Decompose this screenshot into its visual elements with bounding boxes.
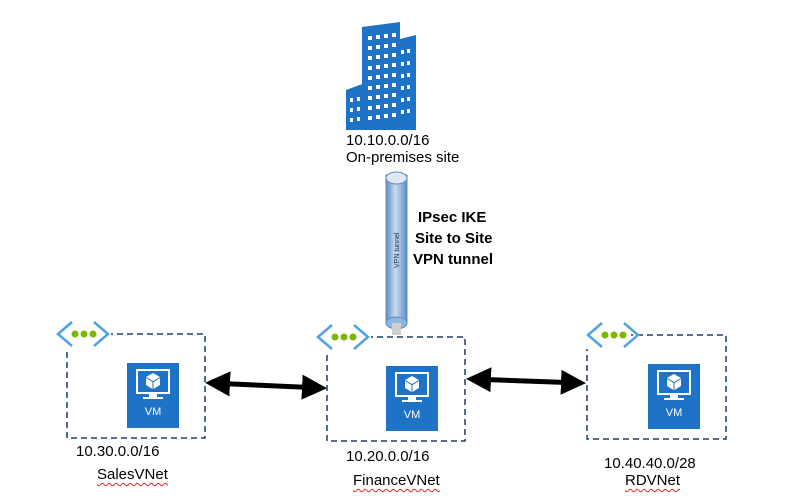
onprem-name: On-premises site bbox=[346, 149, 460, 166]
vm-tile-sales: VM bbox=[127, 363, 179, 428]
tunnel-caption-line-1: IPsec IKE bbox=[418, 209, 487, 226]
virtual-network-icon bbox=[55, 320, 111, 348]
virtual-network-icon bbox=[575, 321, 640, 349]
vm-label: VM bbox=[403, 409, 421, 421]
rd-cidr: 10.40.40.0/28 bbox=[604, 455, 696, 472]
vnet-box-finance bbox=[326, 336, 466, 442]
vm-tile-rd: VM bbox=[648, 364, 700, 429]
finance-vnet-name: FinanceVNet bbox=[353, 472, 440, 489]
onprem-cidr: 10.10.0.0/16 bbox=[346, 132, 430, 149]
peering-arrow-finance-rd bbox=[466, 367, 586, 395]
monitor-icon bbox=[395, 372, 429, 402]
peering-arrow-sales-finance bbox=[205, 371, 327, 400]
monitor-icon bbox=[657, 370, 691, 400]
office-building-icon bbox=[346, 22, 416, 130]
tunnel-body-label: VPN tunnel bbox=[394, 232, 401, 268]
vnet-box-rd bbox=[586, 334, 727, 440]
sales-cidr: 10.30.0.0/16 bbox=[76, 443, 160, 460]
vm-tile-finance: VM bbox=[386, 366, 438, 431]
vm-label: VM bbox=[665, 407, 683, 419]
vnet-box-sales bbox=[66, 333, 206, 439]
virtual-network-icon bbox=[315, 323, 371, 351]
vm-label: VM bbox=[144, 406, 162, 418]
tunnel-caption-line-2: Site to Site bbox=[415, 230, 493, 247]
sales-vnet-name: SalesVNet bbox=[97, 466, 168, 483]
vpn-tunnel-tube: VPN tunnel bbox=[385, 171, 408, 335]
finance-cidr: 10.20.0.0/16 bbox=[346, 448, 430, 465]
monitor-icon bbox=[136, 369, 170, 399]
tunnel-caption-line-3: VPN tunnel bbox=[413, 251, 494, 268]
rd-vnet-name: RDVNet bbox=[625, 472, 681, 489]
